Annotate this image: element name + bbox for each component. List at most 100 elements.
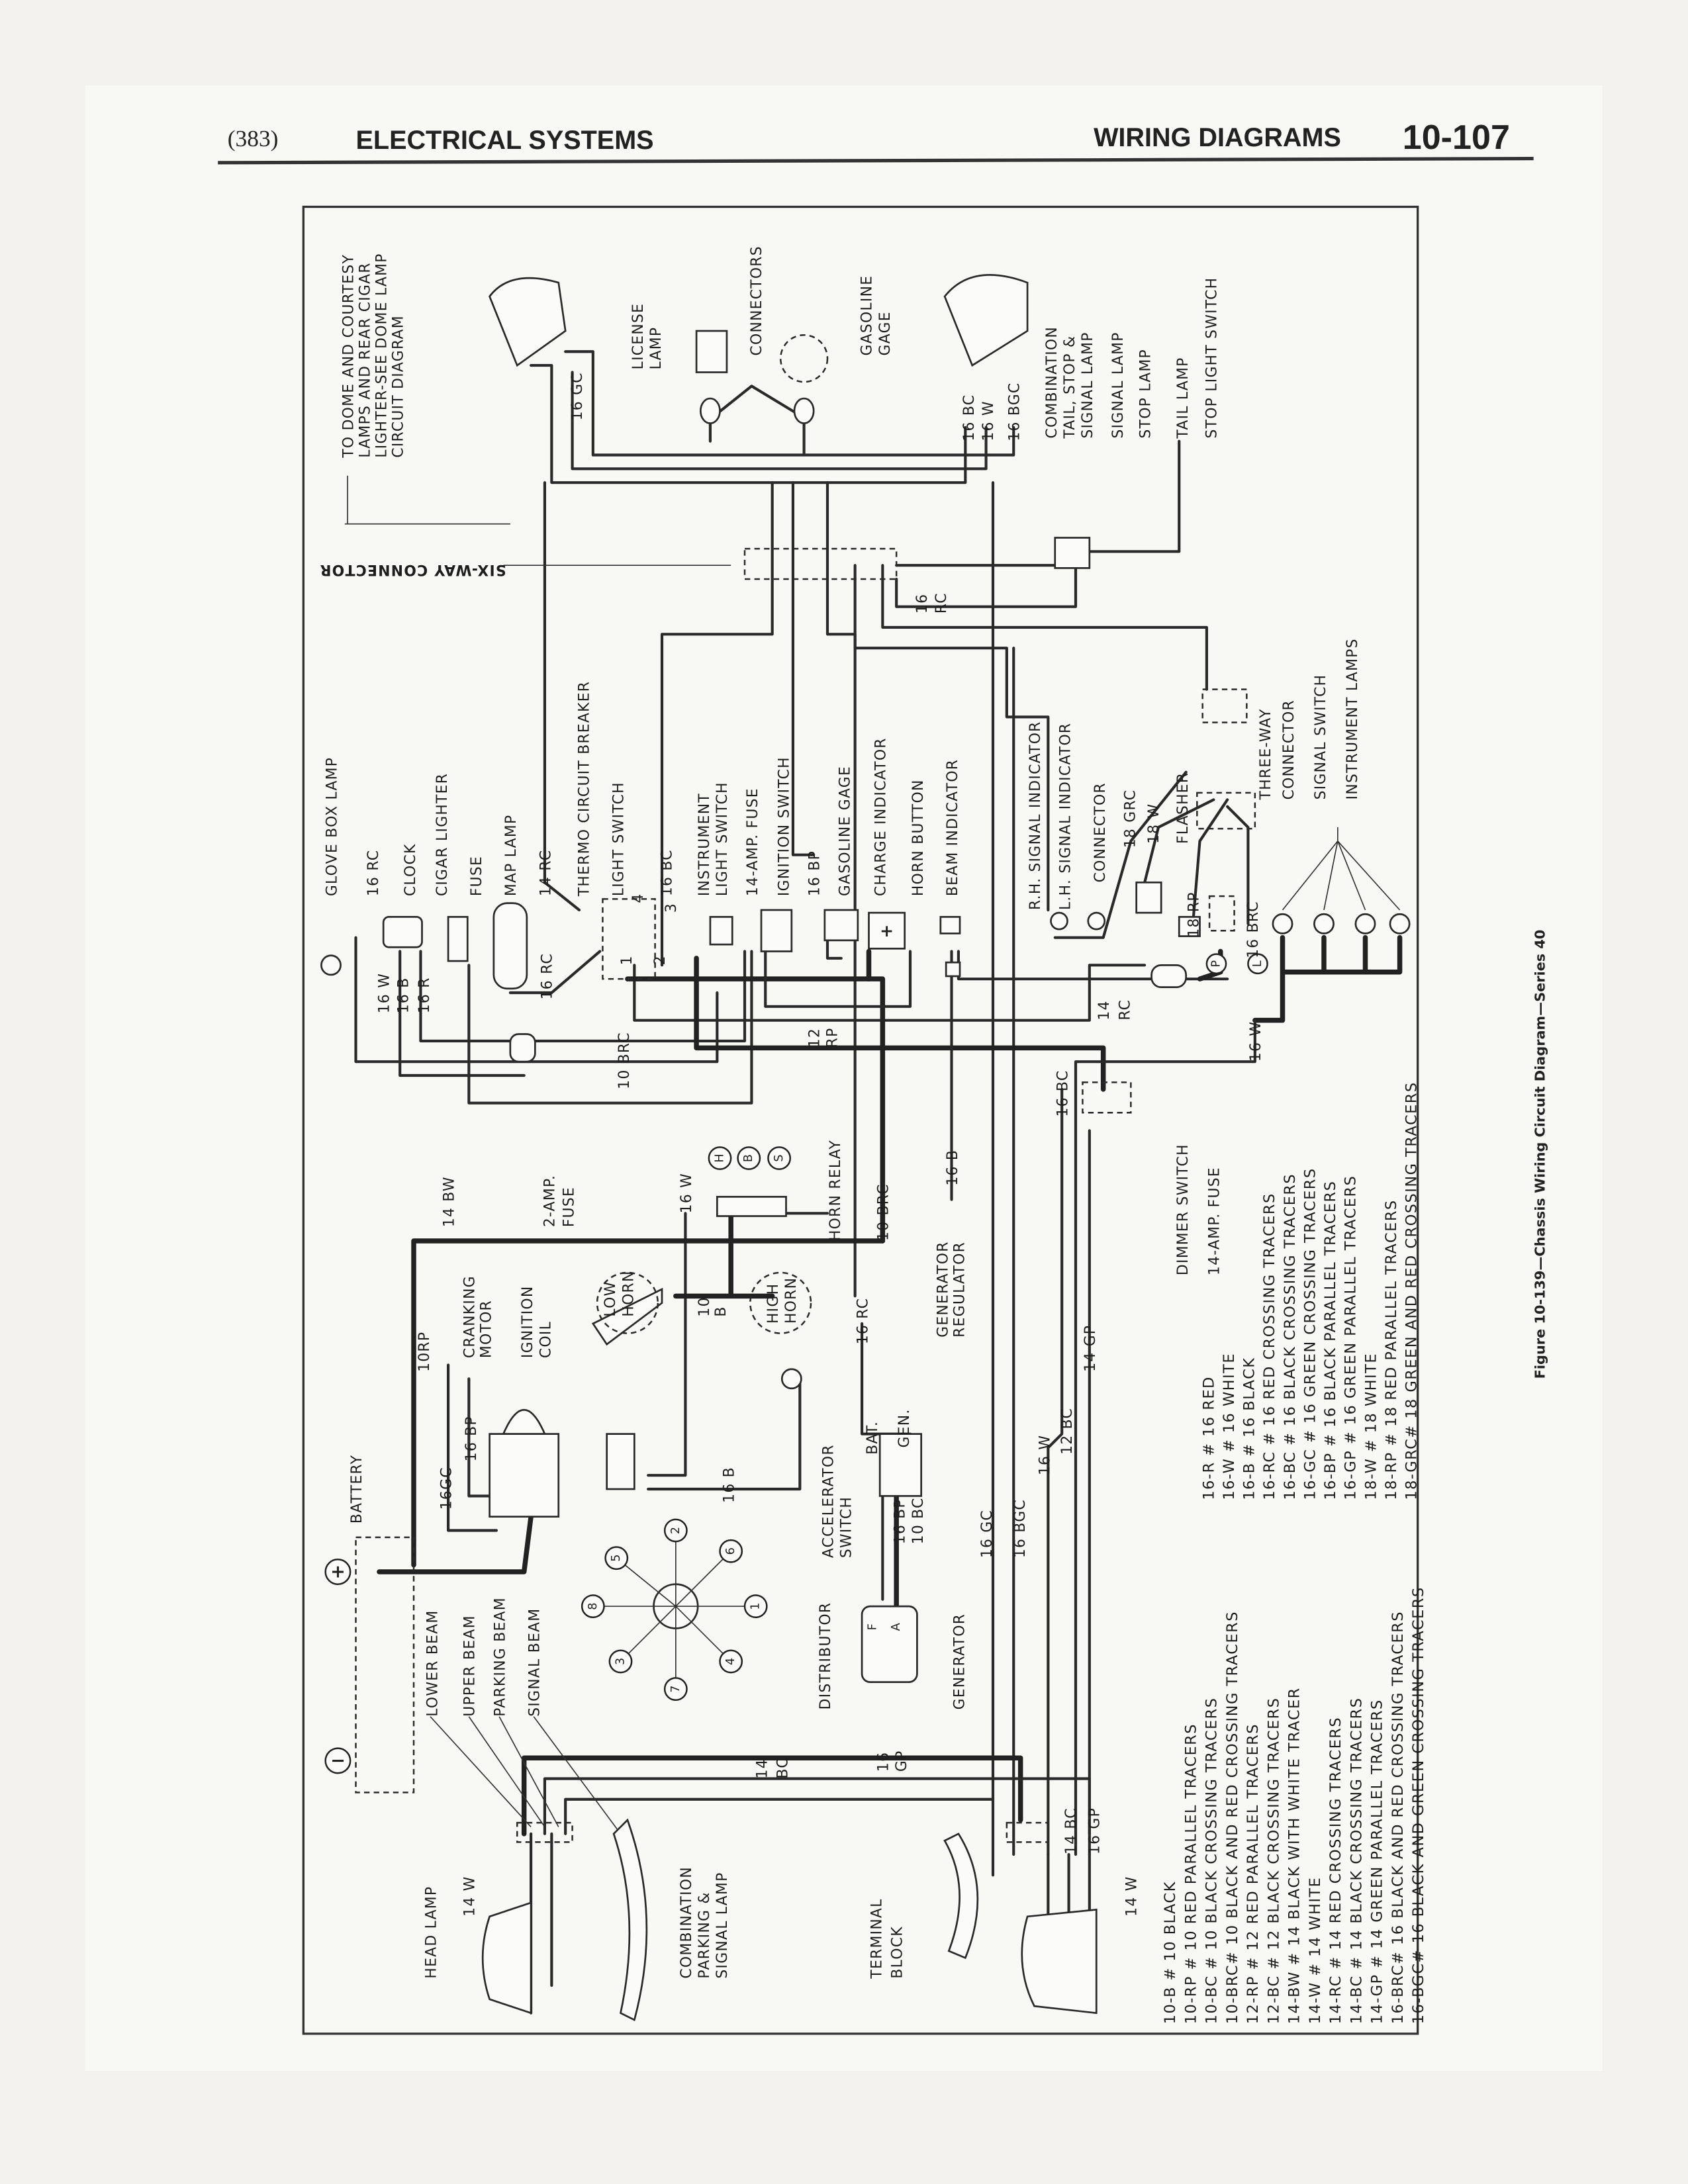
label-terminal-block-line: TERMINAL: [868, 1898, 885, 1979]
relay-terminal-letter: B: [742, 1154, 755, 1162]
chapter-title: WIRING DIAGRAMS: [1094, 123, 1341, 152]
legend-row-left: 14-W # 14 WHITE: [1307, 1877, 1324, 2025]
label-signal-lamp: SIGNAL LAMP: [1110, 332, 1127, 438]
label-clock: CLOCK: [402, 843, 419, 896]
label-cranking-motor-line: CRANKING: [462, 1275, 479, 1358]
label-w-16bgc-top: 16 BGC: [1007, 383, 1023, 441]
wire-14rc-b: [633, 964, 1147, 1022]
relay-terminal-letter: S: [773, 1154, 786, 1161]
legend-row-right: 18-W # 18 WHITE: [1362, 1353, 1380, 1500]
label-accel-switch-line: ACCELERATOR: [820, 1444, 837, 1558]
instrument-lamp-1: [1272, 913, 1293, 934]
label-w-16gc-c: 16 GC: [979, 1510, 996, 1558]
label-bat-term: BAT.: [865, 1421, 881, 1455]
signal-p-text: P: [1210, 960, 1223, 968]
label-w-14gp: 14 GP: [1082, 1325, 1099, 1372]
legend-row-left: 16-BRC# 16 BLACK AND RED CROSSING TRACER…: [1389, 1611, 1407, 2024]
label-w-14bc-a-line: 14: [754, 1758, 771, 1778]
label-light-switch: LIGHT SWITCH: [611, 782, 628, 896]
wire-16gc-accel: [447, 1363, 498, 1532]
label-w-16bp-c: 16 BP: [892, 1498, 909, 1544]
cranking-motor: [489, 1433, 560, 1518]
label-w-18rp: 18 RP: [1186, 891, 1202, 937]
stop-light-switch: [1054, 537, 1091, 569]
wire-16w-top: [571, 371, 988, 471]
leader-to-dome: [344, 475, 510, 525]
label-to-dome-line: CIRCUIT DIAGRAM: [390, 315, 406, 457]
wire-16b-clock: [399, 950, 526, 1077]
label-ignition-switch: IGNITION SWITCH: [776, 756, 793, 896]
distributor-spokes: [592, 1530, 756, 1690]
lh-signal-indicator: [1087, 911, 1106, 931]
label-glove-box-lamp: GLOVE BOX LAMP: [324, 757, 340, 896]
legend-row-left: 12-RP # 12 RED PARALLEL TRACERS: [1244, 1723, 1262, 2024]
battery-negative-symbol: −: [330, 1751, 346, 1771]
page-number: 10-107: [1403, 118, 1510, 157]
wire-16rc-stop: [895, 550, 1078, 608]
low-horn: [591, 1287, 663, 1346]
wire-16w-glove: [354, 936, 719, 1064]
wire-rh-signal: [853, 564, 1050, 912]
label-signal-switch: SIGNAL SWITCH: [1313, 674, 1329, 800]
label-w-10rp: 10RP: [416, 1332, 433, 1372]
legend-row-left: 14-RC # 14 RED CROSSING TRACERS: [1327, 1717, 1344, 2024]
accelerator-switch: [780, 1368, 802, 1390]
label-w-16rc-mid-line: 16: [914, 594, 931, 614]
left-terminal-block: [516, 1821, 573, 1843]
charge-indicator: [868, 911, 906, 950]
label-fuse-2amp-line: 2-AMP.: [542, 1175, 559, 1227]
label-rh-signal: R.H. SIGNAL INDICATOR: [1027, 721, 1044, 910]
right-parking-lamp: [943, 1833, 979, 1960]
wire-16w-b: [1074, 1019, 1256, 1856]
label-horn-button: HORN BUTTON: [910, 779, 927, 896]
label-parking-beam: PARKING BEAM: [492, 1597, 509, 1717]
distributor-terminal-ring: [663, 1677, 688, 1701]
right-tail-lamp: [943, 274, 1029, 367]
legend-row-left: 14-BC # 14 BLACK CROSSING TRACERS: [1348, 1697, 1365, 2024]
label-w-16w-c: 16 W: [679, 1173, 695, 1213]
wire-beam: [957, 950, 1229, 981]
battery-positive-terminal: [324, 1559, 352, 1585]
label-to-dome-line: LAMPS AND REAR CIGAR: [357, 262, 373, 457]
wire-16bp-gage: [791, 481, 816, 856]
legend-row-left: 12-BC # 12 BLACK CROSSING TRACERS: [1265, 1697, 1282, 2024]
label-head-lamp: HEAD LAMP: [423, 1886, 440, 1979]
label-w-14bw: 14 BW: [441, 1176, 457, 1227]
label-w-16gp-a-line: GP: [894, 1750, 910, 1772]
legend-row-right: 16-BP # 16 BLACK PARALLEL TRACERS: [1322, 1181, 1339, 1500]
connector-left: [699, 397, 721, 424]
label-high-horn-line: HORN: [783, 1277, 800, 1324]
wire-tail: [1088, 439, 1181, 553]
label-gasoline-gage-rear-line: GASOLINE: [859, 275, 876, 356]
label-connectors: CONNECTORS: [749, 246, 765, 355]
wire-18rp: [1192, 798, 1229, 925]
distributor-terminal-number: 1: [749, 1602, 763, 1610]
label-horn-relay: HORN RELAY: [827, 1140, 844, 1241]
label-w-16rc-map: 16 RC: [539, 953, 555, 999]
label-w-16brc: 16 BRC: [1245, 901, 1262, 958]
light-switch-terminal-number: 1: [619, 955, 635, 965]
section-title: ELECTRICAL SYSTEMS: [356, 126, 654, 155]
flasher: [1135, 881, 1162, 914]
label-to-dome-line: LIGHTER-SEE DOME LAMP: [373, 253, 390, 457]
wire-16w-c: [647, 1212, 687, 1477]
relay-terminal-ring: [767, 1146, 792, 1170]
leader-instrument-lamps: [1282, 827, 1401, 911]
wire-16rc: [825, 481, 857, 1298]
label-w-16bgc-b: 16 BGC: [1012, 1499, 1029, 1558]
cranking-motor-solenoid: [502, 1408, 546, 1435]
generator-f-terminal: F: [867, 1623, 880, 1630]
label-w-12rp-line: RP: [825, 1027, 841, 1048]
label-w-16rc-mid-line: RC: [933, 592, 950, 614]
glove-box-lamp: [320, 954, 342, 976]
page-ref: (383): [228, 125, 279, 152]
label-w-16r-a: 16 R: [416, 977, 433, 1013]
legend-row-left: 10-BRC# 10 BLACK AND RED CROSSING TRACER…: [1224, 1611, 1241, 2024]
signal-plug: [1208, 895, 1235, 932]
label-cigar-lighter: CIGAR LIGHTER: [434, 773, 451, 896]
light-switch-terminal-number: 3: [663, 903, 680, 913]
label-map-lamp: MAP LAMP: [503, 815, 520, 897]
low-horn-outline: [596, 1271, 659, 1334]
label-distributor: DISTRIBUTOR: [818, 1602, 834, 1710]
battery-body: [355, 1536, 415, 1794]
